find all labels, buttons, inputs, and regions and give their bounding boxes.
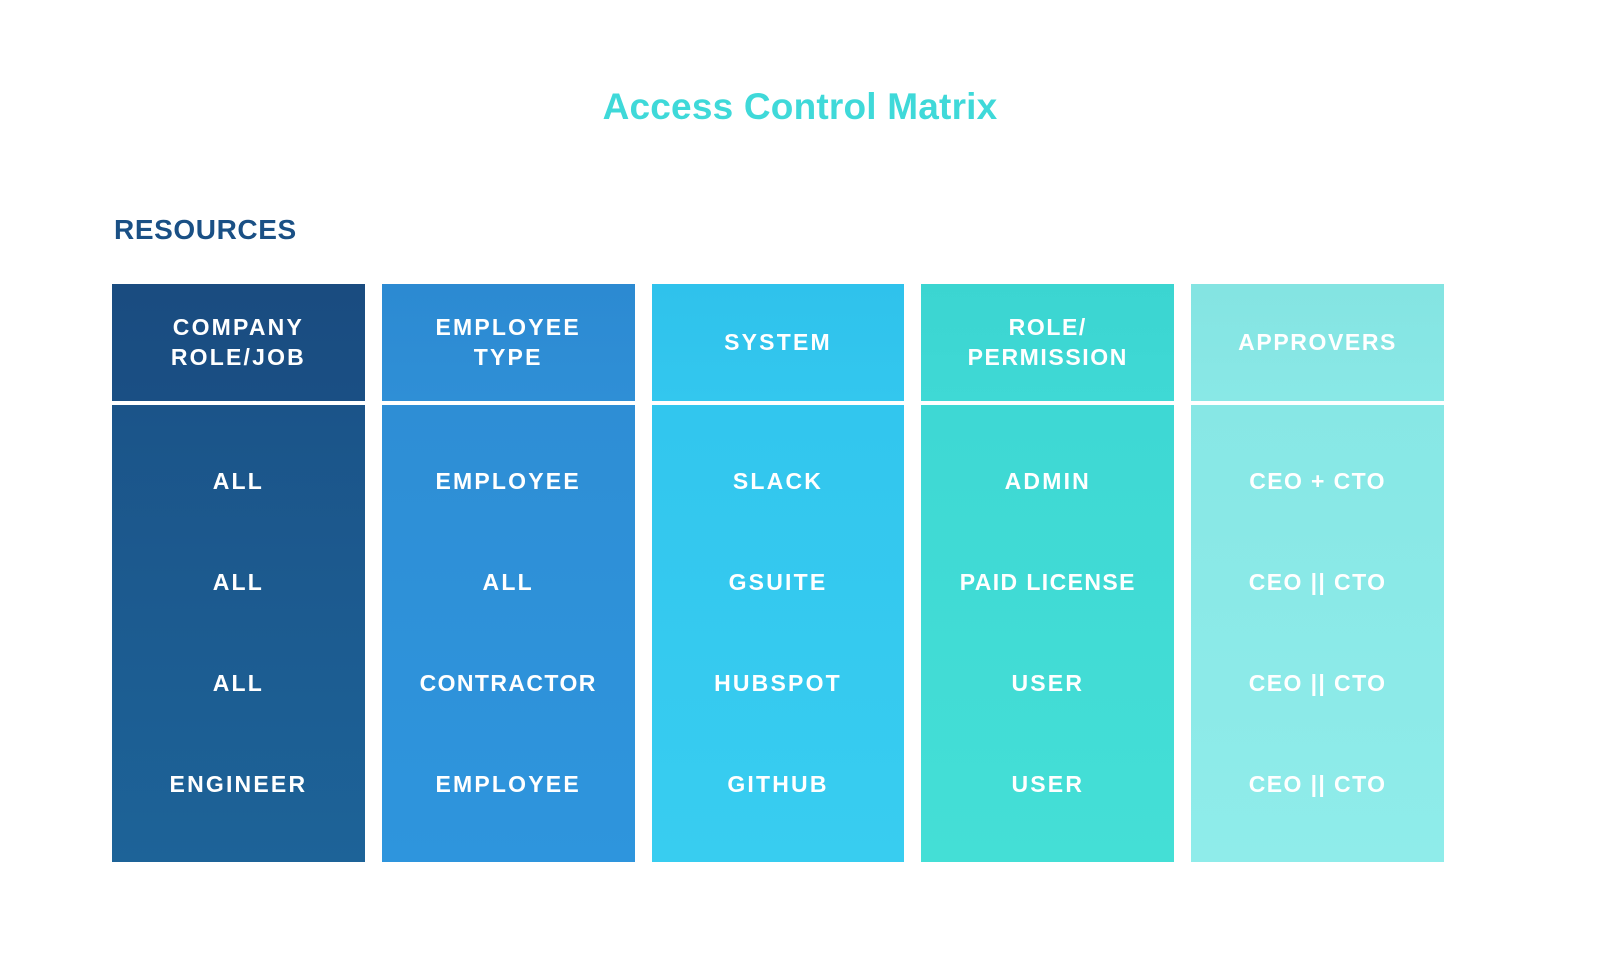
matrix-cell: CEO || CTO xyxy=(1248,670,1387,696)
column-header: SYSTEM xyxy=(651,284,905,401)
column-header: EMPLOYEE TYPE xyxy=(381,284,635,401)
column-body: EMPLOYEE ALL CONTRACTOR EMPLOYEE xyxy=(381,405,635,862)
matrix-column-company-role-job: COMPANY ROLE/JOB ALL ALL ALL ENGINEER xyxy=(112,284,365,862)
matrix-column-role-permission: ROLE/ PERMISSION ADMIN PAID LICENSE USER… xyxy=(921,284,1175,862)
column-body: SLACK GSUITE HUBSPOT GITHUB xyxy=(651,405,905,862)
column-header: ROLE/ PERMISSION xyxy=(921,284,1175,401)
matrix-cell: GITHUB xyxy=(727,771,829,797)
header-divider xyxy=(921,401,1175,405)
column-header-line: COMPANY xyxy=(172,314,305,341)
matrix-cell: PAID LICENSE xyxy=(959,569,1136,595)
matrix-cell: ENGINEER xyxy=(169,771,308,797)
header-divider xyxy=(651,401,905,405)
matrix-cell: USER xyxy=(1011,771,1085,797)
header-divider xyxy=(381,401,635,405)
column-header: COMPANY ROLE/JOB xyxy=(112,284,365,401)
matrix-cell: GSUITE xyxy=(728,569,828,595)
section-label-resources: RESOURCES xyxy=(114,214,297,245)
page-title: Access Control Matrix xyxy=(602,86,998,127)
matrix-cell: HUBSPOT xyxy=(714,670,842,696)
access-control-matrix: COMPANY ROLE/JOB ALL ALL ALL ENGINEER EM… xyxy=(112,284,1444,862)
column-header-line: EMPLOYEE xyxy=(435,314,581,341)
column-header-line: ROLE/JOB xyxy=(170,343,306,370)
column-header-line: TYPE xyxy=(473,343,543,370)
column-body: CEO + CTO CEO || CTO CEO || CTO CEO || C… xyxy=(1191,405,1444,862)
header-divider xyxy=(112,401,365,405)
column-header-line: ROLE/ xyxy=(1008,314,1087,341)
matrix-cell: ADMIN xyxy=(1004,468,1091,494)
column-body: ADMIN PAID LICENSE USER USER xyxy=(921,405,1175,862)
matrix-cell: SLACK xyxy=(732,468,824,494)
matrix-cell: CEO || CTO xyxy=(1248,569,1387,595)
matrix-cell: EMPLOYEE xyxy=(435,771,581,797)
matrix-cell: ALL xyxy=(482,569,534,595)
matrix-cell: CEO + CTO xyxy=(1249,468,1386,494)
column-body: ALL ALL ALL ENGINEER xyxy=(112,405,365,862)
matrix-column-system: SYSTEM SLACK GSUITE HUBSPOT GITHUB xyxy=(651,284,905,862)
column-header-line: SYSTEM xyxy=(724,328,832,355)
matrix-column-employee-type: EMPLOYEE TYPE EMPLOYEE ALL CONTRACTOR EM… xyxy=(381,284,635,862)
matrix-cell: CONTRACTOR xyxy=(419,670,597,696)
matrix-cell: EMPLOYEE xyxy=(435,468,581,494)
matrix-column-approvers: APPROVERS CEO + CTO CEO || CTO CEO || CT… xyxy=(1191,284,1444,862)
column-header-line: APPROVERS xyxy=(1238,328,1397,355)
column-header: APPROVERS xyxy=(1191,284,1444,401)
header-divider xyxy=(1191,401,1444,405)
matrix-cell: USER xyxy=(1011,670,1085,696)
matrix-cell: ALL xyxy=(212,670,265,696)
matrix-cell: ALL xyxy=(212,468,265,494)
matrix-cell: ALL xyxy=(212,569,265,595)
column-header-line: PERMISSION xyxy=(967,343,1128,370)
matrix-cell: CEO || CTO xyxy=(1248,771,1387,797)
